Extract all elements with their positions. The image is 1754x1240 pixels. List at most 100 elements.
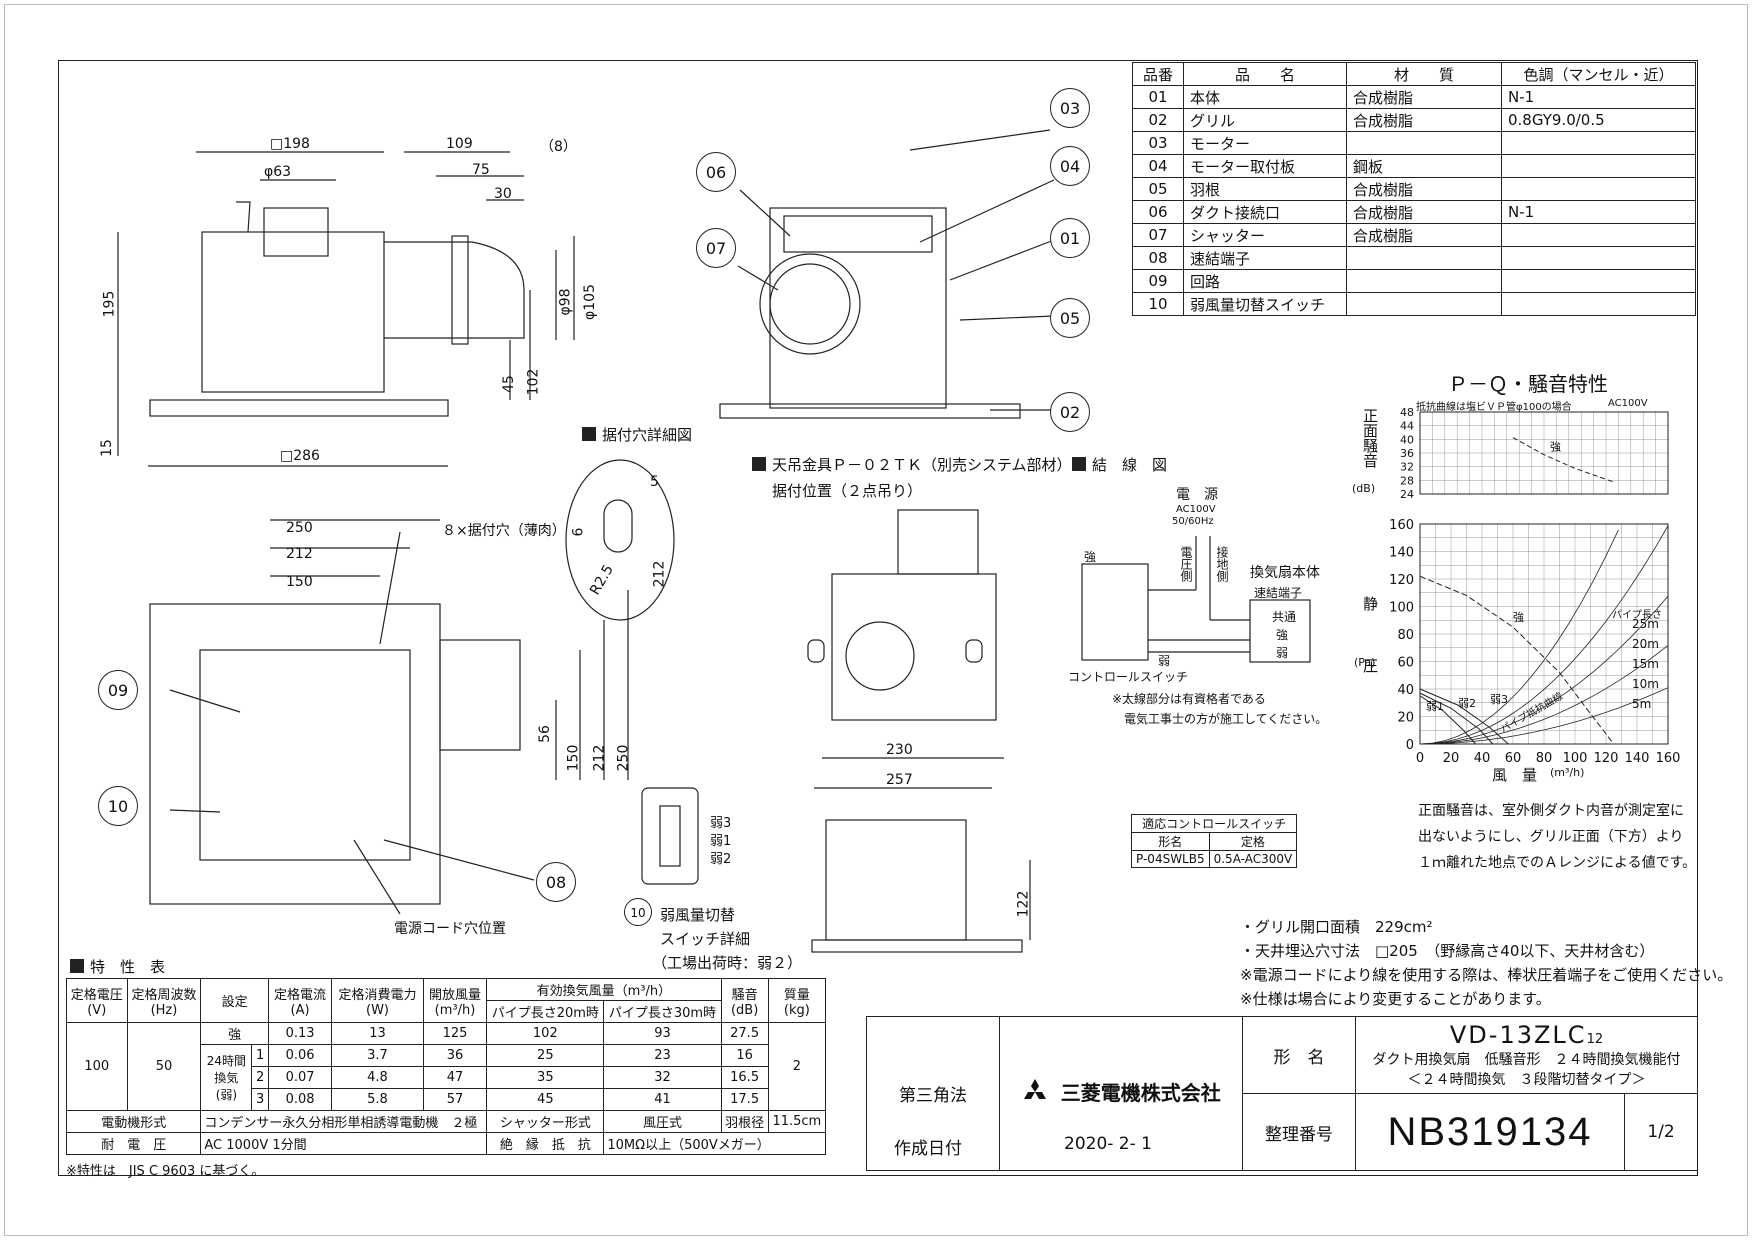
dim-212v: 212 bbox=[591, 744, 608, 772]
perspective-duct bbox=[759, 253, 861, 355]
model-cell: VD-13ZLC12 ダクト用換気扇 低騒音形 ２４時間換気機能付 ＜２４時間換… bbox=[1355, 1016, 1698, 1094]
drawing-frame bbox=[58, 60, 1698, 1176]
company-cell: 三菱電機株式会社 bbox=[999, 1016, 1243, 1171]
note-spec-change: ※仕様は場合により変更することがあります。 bbox=[1240, 990, 1551, 1008]
dim-250v: 250 bbox=[615, 744, 632, 772]
part-material: 鋼板 bbox=[1346, 154, 1502, 178]
spec-current: 0.13 bbox=[267, 1022, 333, 1045]
spec-h-open-flow: 開放風量 (m³/h) bbox=[422, 978, 488, 1023]
part-material bbox=[1346, 246, 1502, 270]
wiring-note-1: ※太線部分は有資格者である bbox=[1112, 692, 1266, 706]
projection-label: 第三角法 bbox=[866, 1016, 1000, 1171]
mitsubishi-logo-icon bbox=[1021, 1079, 1049, 1110]
wiring-live: 電圧側 bbox=[1179, 546, 1193, 582]
spec-h-setting: 設定 bbox=[200, 978, 269, 1023]
spec-open-flow: 47 bbox=[422, 1066, 488, 1089]
part-material bbox=[1346, 131, 1502, 155]
dim-109: 109 bbox=[446, 136, 473, 152]
dim-8: （8） bbox=[540, 139, 577, 155]
spec-current: 0.07 bbox=[267, 1066, 333, 1089]
front-view-body bbox=[831, 573, 997, 721]
callout-02: 02 bbox=[1050, 392, 1090, 432]
pipe-label: パイプ長さ bbox=[1612, 610, 1662, 621]
note-cord: ※電源コードにより線を使用する際は、棒状圧着端子をご使用ください。 bbox=[1240, 966, 1733, 984]
spec-insul-label: 絶 縁 抵 抗 bbox=[486, 1132, 605, 1155]
part-name: シャッター bbox=[1183, 223, 1347, 247]
dim-150v: 150 bbox=[565, 744, 582, 772]
wiring-body: 換気扇本体 bbox=[1250, 565, 1320, 581]
spec-flow20: 25 bbox=[486, 1044, 605, 1067]
dim-212: 212 bbox=[286, 546, 313, 562]
callout-05: 05 bbox=[1050, 298, 1090, 338]
wiring-voltage: AC100V bbox=[1176, 504, 1216, 515]
part-material: 合成樹脂 bbox=[1346, 223, 1502, 247]
part-name: 速結端子 bbox=[1183, 246, 1347, 270]
spec-h-mass: 質量 (kg) bbox=[767, 978, 827, 1023]
wiring-source: 電 源 bbox=[1176, 487, 1218, 503]
hole-dim-5: 5 bbox=[650, 474, 659, 490]
dim-257: 257 bbox=[886, 772, 913, 788]
model-desc-2: ＜２４時間換気 ３段階切替タイプ＞ bbox=[1407, 1072, 1646, 1088]
spec-noise: 16 bbox=[720, 1044, 769, 1067]
spec-flow20: 45 bbox=[486, 1088, 605, 1111]
pq-xlabel: 風 量 bbox=[1492, 766, 1538, 784]
spec-h-voltage: 定格電圧 (V) bbox=[66, 978, 128, 1023]
spec-motor-label: 電動機形式 bbox=[65, 1110, 202, 1133]
spec-blade: 11.5cm bbox=[767, 1110, 827, 1133]
part-material bbox=[1346, 292, 1502, 316]
dim-102: 102 bbox=[525, 368, 542, 396]
wiring-terminal-box bbox=[1249, 599, 1311, 663]
noise-voltage: AC100V bbox=[1608, 398, 1648, 409]
side-view-motor bbox=[263, 207, 329, 257]
spec-noise: 27.5 bbox=[720, 1022, 769, 1045]
spec-shutter-label: シャッター形式 bbox=[486, 1110, 605, 1133]
dim-250: 250 bbox=[286, 520, 313, 536]
dim-150: 150 bbox=[286, 574, 313, 590]
part-no: 06 bbox=[1132, 200, 1184, 224]
part-material: 合成樹脂 bbox=[1346, 85, 1502, 109]
callout-09: 09 bbox=[98, 670, 138, 710]
part-color bbox=[1501, 246, 1696, 270]
note-ceiling-hole: ・天井埋込穴寸法 □205 （野縁高さ40以下、天井材含む） bbox=[1240, 942, 1655, 960]
spec-freq: 50 bbox=[126, 1022, 202, 1111]
wiring-title: 結 線 図 bbox=[1072, 454, 1167, 475]
spec-step: 2 bbox=[251, 1066, 269, 1089]
part-no: 05 bbox=[1132, 177, 1184, 201]
model-number: VD-13ZLC bbox=[1449, 1021, 1587, 1049]
note-grille-area: ・グリル開口面積 229cm² bbox=[1240, 918, 1433, 936]
noise-note-1: 正面騒音は、室外側ダクト内音が測定室に bbox=[1418, 803, 1684, 819]
spec-open-flow: 125 bbox=[422, 1022, 488, 1045]
part-no: 03 bbox=[1132, 131, 1184, 155]
outer-border bbox=[4, 4, 1748, 1236]
side-view-body bbox=[201, 231, 385, 393]
part-name: 弱風量切替スイッチ bbox=[1183, 292, 1347, 316]
spec-mass: 2 bbox=[767, 1022, 827, 1111]
spec-insul: 10MΩ以上（500Vメガー） bbox=[603, 1132, 826, 1155]
dim-122: 122 bbox=[1015, 890, 1032, 918]
part-name: モーター bbox=[1183, 131, 1347, 155]
part-name: 本体 bbox=[1183, 85, 1347, 109]
noise-note-2: 出ないようにし、グリル正面（下方）より bbox=[1418, 829, 1684, 845]
spec-flow30: 93 bbox=[603, 1022, 722, 1045]
part-no: 08 bbox=[1132, 246, 1184, 270]
side-view-2-body bbox=[825, 819, 967, 941]
hanger-subtitle: 据付位置（２点吊り） bbox=[772, 482, 923, 500]
bottom-view-duct bbox=[439, 639, 521, 751]
table-row: 24時間換気(弱) 1 0.06 3.7 36 25 23 16 bbox=[67, 1044, 826, 1111]
callout-07: 07 bbox=[696, 228, 736, 268]
spec-step: 3 bbox=[251, 1088, 269, 1111]
date-label: 作成日付 bbox=[894, 1139, 962, 1159]
part-name: グリル bbox=[1183, 108, 1347, 132]
switch-detail-line2: スイッチ詳細 bbox=[660, 930, 751, 948]
spec-blade-label: 羽根径 bbox=[720, 1110, 769, 1133]
number-label: 整理番号 bbox=[1242, 1093, 1356, 1171]
part-color: N-1 bbox=[1501, 200, 1696, 224]
table-row: 100 50 強 0.13 13 125 102 93 27.5 2 bbox=[66, 1022, 827, 1111]
switch-table-title: 適応コントロールスイッチ bbox=[1130, 814, 1298, 833]
